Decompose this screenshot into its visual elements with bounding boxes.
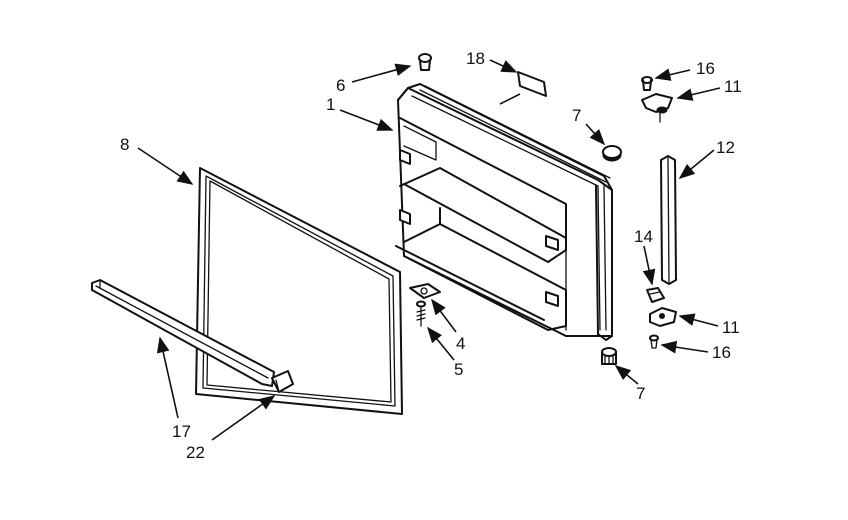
- callout-11-bottom: 11: [722, 318, 740, 337]
- callout-7-top: 7: [572, 106, 581, 125]
- callout-11-top: 11: [724, 77, 742, 96]
- nameplate-label: [517, 71, 547, 97]
- hinge-bushing-bottom: [601, 347, 617, 365]
- callout-18: 18: [466, 49, 485, 68]
- plug-button-6: [418, 53, 432, 71]
- callout-12: 12: [716, 138, 735, 157]
- hinge-pin-block: [646, 287, 665, 303]
- hinge-screw-top: [641, 76, 653, 91]
- trim-end-cap: [271, 370, 294, 393]
- hinge-top: [641, 93, 673, 123]
- hinge-screw-bottom: [649, 334, 659, 349]
- callout-6: 6: [336, 76, 345, 95]
- callout-1: 1: [326, 95, 335, 114]
- callout-16-top: 16: [696, 59, 715, 78]
- hinge-cover: [660, 155, 677, 285]
- callout-5: 5: [454, 360, 463, 379]
- callout-leaders: [137, 59, 721, 441]
- callout-7-bottom: 7: [636, 384, 645, 403]
- door-liner: [395, 83, 613, 341]
- callout-4: 4: [456, 334, 465, 353]
- callout-22: 22: [186, 443, 205, 462]
- door-gasket: [195, 167, 403, 415]
- door-stop-bracket: [409, 283, 441, 299]
- callout-17: 17: [172, 422, 191, 441]
- callout-labels: 6 18 1 7 8 16 11 12 14 11 16 4 5 7 17 22: [120, 49, 742, 462]
- callout-16-bottom: 16: [712, 343, 731, 362]
- bracket-screw: [416, 300, 426, 327]
- door-trim-strip: [91, 279, 275, 387]
- hinge-bottom: [649, 307, 677, 327]
- callout-14: 14: [634, 227, 653, 246]
- hinge-bushing-top: [602, 145, 622, 162]
- callout-8: 8: [120, 135, 129, 154]
